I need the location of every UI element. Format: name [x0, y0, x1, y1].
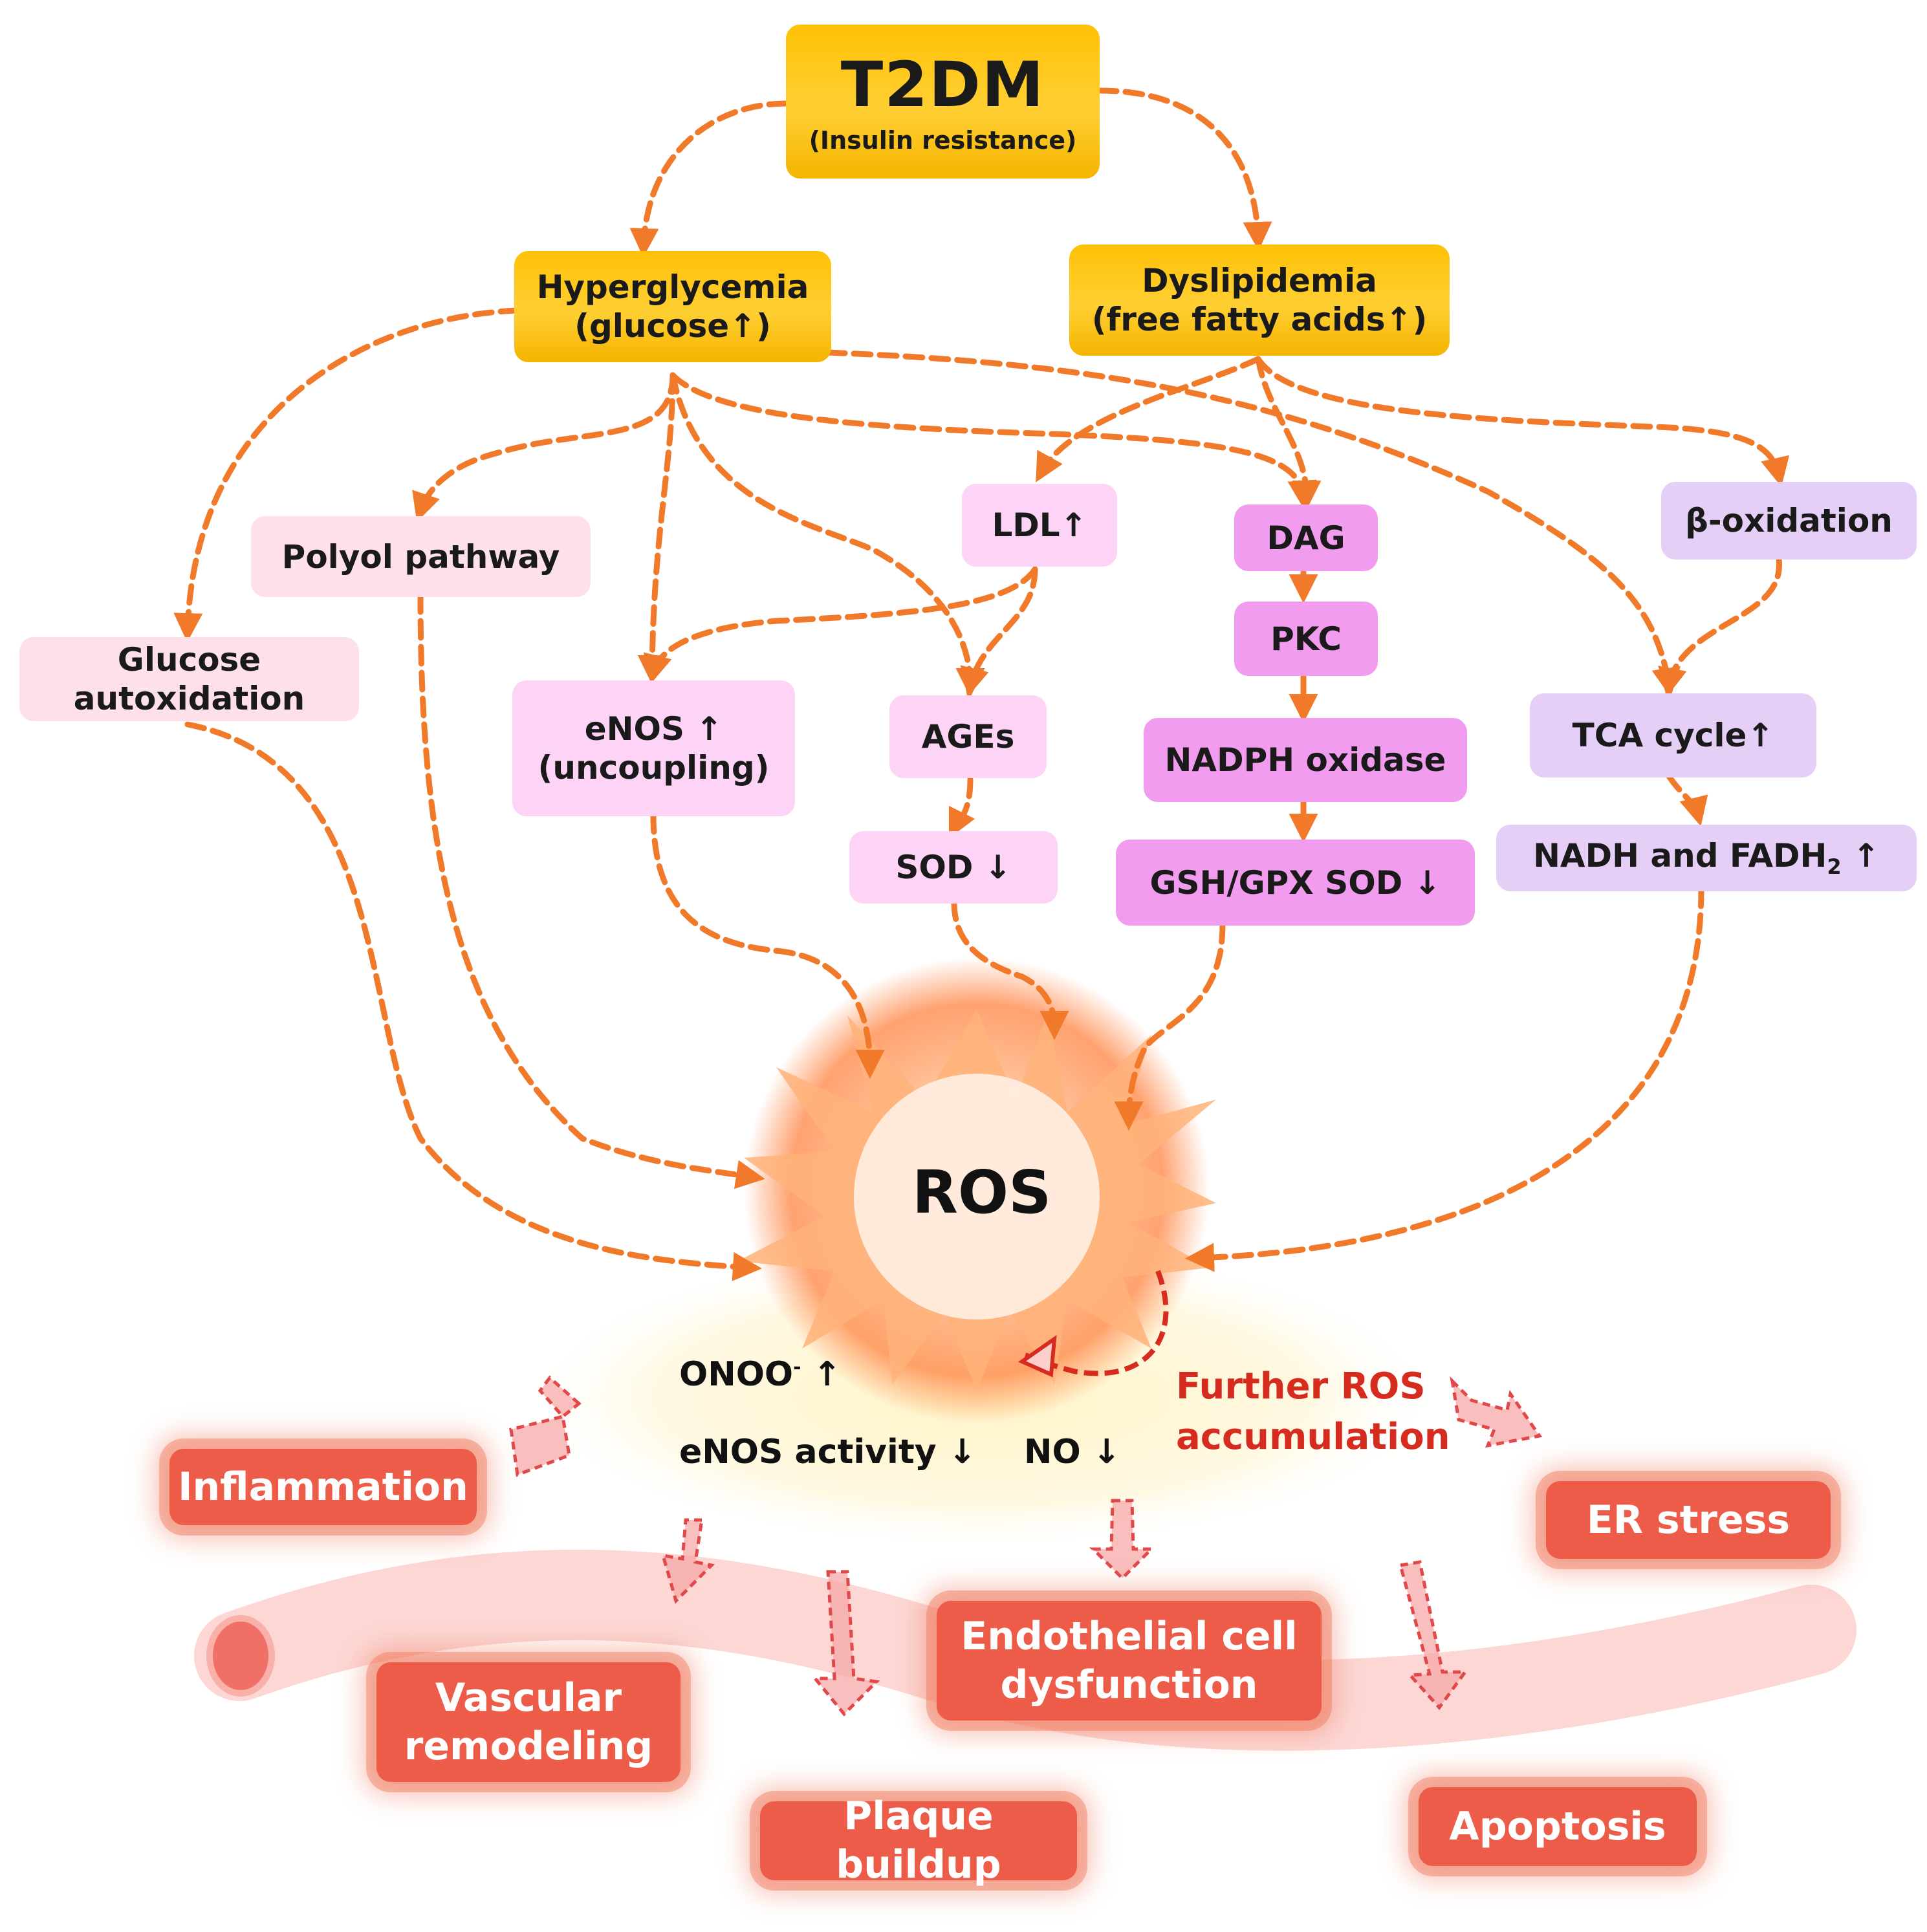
- node-ldl: LDL↑: [962, 484, 1117, 567]
- node-ages: AGEs: [889, 695, 1047, 778]
- endothelial-line2: dysfunction: [1000, 1662, 1258, 1708]
- arrow-ldl-enos: [643, 566, 1038, 684]
- arrow-ages-sod: [948, 776, 975, 839]
- glucose-autox-line1: Glucose: [117, 641, 261, 678]
- arrow-t2dm-dyslipidemia: [1096, 87, 1272, 251]
- connectors: [173, 87, 1790, 1281]
- node-tca-cycle: TCA cycle↑: [1530, 693, 1816, 777]
- arrow-dys-dag: [1255, 356, 1322, 510]
- further-line2: accumulation: [1176, 1416, 1450, 1459]
- onoo-arrow: ↑: [801, 1355, 842, 1394]
- node-pkc: PKC: [1234, 602, 1378, 676]
- nadph-label: NADPH oxidase: [1164, 741, 1446, 779]
- ages-label: AGEs: [921, 718, 1015, 755]
- outcome-endothelial-dysfunction: Endothelial cell dysfunction: [937, 1601, 1322, 1720]
- block-arrow-apoptosis-icon: [1398, 1560, 1468, 1710]
- hyperglycemia-line2: (glucose↑): [574, 307, 771, 345]
- arrow-hyper-glucose-autox: [173, 307, 521, 642]
- node-nadph-oxidase: NADPH oxidase: [1144, 718, 1467, 802]
- nadh-label: NADH and FADH: [1533, 837, 1827, 875]
- tca-label: TCA cycle↑: [1572, 717, 1774, 754]
- sod-label: SOD ↓: [895, 849, 1012, 886]
- arrow-hyper-tca: [825, 349, 1681, 697]
- arrow-nadh-ros: [1185, 886, 1704, 1272]
- node-nadh-fadh2: NADH and FADH2 ↑: [1496, 825, 1917, 891]
- beta-label: β-oxidation: [1685, 502, 1893, 539]
- outcome-arrows: [509, 1375, 1543, 1717]
- arrow-polyol-ros: [417, 592, 765, 1189]
- dag-label: DAG: [1267, 519, 1345, 557]
- onoo-charge: -: [793, 1356, 801, 1379]
- t2dm-subtitle: (Insulin resistance): [809, 125, 1077, 155]
- pkc-label: PKC: [1270, 620, 1342, 658]
- node-glucose-autoxidation: Glucose autoxidation: [19, 637, 359, 721]
- node-gsh-gpx-sod: GSH/GPX SOD ↓: [1116, 840, 1475, 926]
- arrow-tca-nadh: [1666, 773, 1708, 827]
- block-arrow-vascular-icon: [660, 1518, 715, 1604]
- block-arrow-endothelial-icon: [1089, 1499, 1156, 1581]
- arrow-t2dm-hyperglycemia: [629, 100, 789, 257]
- enos-line1: eNOS ↑: [584, 710, 723, 748]
- t2dm-title: T2DM: [840, 48, 1045, 121]
- node-polyol-pathway: Polyol pathway: [251, 516, 591, 597]
- feedback-arrowhead-icon: [1018, 1334, 1057, 1378]
- arrow-hyper-dag: [670, 372, 1317, 510]
- node-sod: SOD ↓: [849, 831, 1058, 904]
- arrow-gsh-ros: [1114, 922, 1226, 1131]
- er-stress-label: ER stress: [1586, 1497, 1791, 1543]
- no-stat: NO ↓: [1024, 1433, 1121, 1471]
- outcome-vascular-remodeling: Vascular remodeling: [376, 1662, 680, 1782]
- hyperglycemia-line1: Hyperglycemia: [536, 268, 809, 306]
- outcome-inflammation: Inflammation: [169, 1449, 477, 1525]
- outcome-plaque-buildup: Plaque buildup: [760, 1794, 1077, 1887]
- dyslipidemia-line1: Dyslipidemia: [1142, 262, 1377, 299]
- nadh-subscript: 2: [1827, 854, 1842, 880]
- dyslipidemia-line2: (free fatty acids↑): [1091, 301, 1428, 338]
- further-line1: Further ROS: [1176, 1365, 1426, 1407]
- node-hyperglycemia: Hyperglycemia (glucose↑): [514, 251, 831, 362]
- apoptosis-label: Apoptosis: [1449, 1803, 1666, 1849]
- arrow-hyper-polyol: [412, 372, 676, 523]
- polyol-label: Polyol pathway: [281, 537, 560, 576]
- arrow-dys-beta: [1255, 356, 1790, 487]
- gsh-label: GSH/GPX SOD ↓: [1149, 863, 1441, 902]
- block-arrow-plaque-icon: [811, 1570, 880, 1717]
- arrow-dys-ldl: [1036, 356, 1261, 483]
- further-ros-text: Further ROS accumulation: [1176, 1362, 1450, 1463]
- inflammation-label: Inflammation: [178, 1464, 468, 1510]
- node-dyslipidemia: Dyslipidemia (free fatty acids↑): [1069, 244, 1450, 356]
- arrow-glucose-ros: [184, 721, 762, 1281]
- endothelial-line1: Endothelial cell: [961, 1613, 1298, 1659]
- glucose-autox-line2: autoxidation: [73, 680, 305, 717]
- arrow-hyper-enos: [637, 372, 676, 684]
- node-enos: eNOS ↑ (uncoupling): [512, 680, 795, 816]
- arrow-enos-ros: [650, 812, 885, 1079]
- outcome-er-stress: ER stress: [1546, 1481, 1831, 1559]
- vessel-lumen-icon: [206, 1615, 275, 1697]
- arrow-ldl-ages: [960, 566, 1038, 697]
- vascular-line1: Vascular: [435, 1675, 622, 1720]
- plaque-label: Plaque buildup: [836, 1794, 1001, 1887]
- nadh-label-row: NADH and FADH2 ↑: [1533, 836, 1880, 879]
- ros-label: ROS: [912, 1158, 1052, 1227]
- onoo-base: ONOO: [679, 1355, 794, 1394]
- nadh-arrow: ↑: [1841, 837, 1880, 875]
- block-arrow-inflammation-icon: [509, 1375, 582, 1477]
- enos-activity-stat: eNOS activity ↓: [679, 1433, 977, 1471]
- arrow-hyper-ages: [670, 372, 985, 697]
- vascular-line2: remodeling: [404, 1723, 653, 1769]
- outcome-apoptosis: Apoptosis: [1419, 1787, 1697, 1866]
- arrow-beta-tca: [1658, 556, 1782, 697]
- block-arrow-er-icon: [1450, 1376, 1543, 1448]
- node-dag: DAG: [1234, 505, 1378, 571]
- enos-line2: (uncoupling): [538, 749, 770, 787]
- arrow-sod-ros: [951, 899, 1069, 1040]
- feedback-arrow: [1018, 1270, 1169, 1378]
- ldl-label: LDL↑: [992, 506, 1087, 544]
- node-beta-oxidation: β-oxidation: [1661, 482, 1917, 559]
- onoo-stat: ONOO- ↑: [679, 1355, 841, 1394]
- node-t2dm: T2DM (Insulin resistance): [786, 25, 1100, 179]
